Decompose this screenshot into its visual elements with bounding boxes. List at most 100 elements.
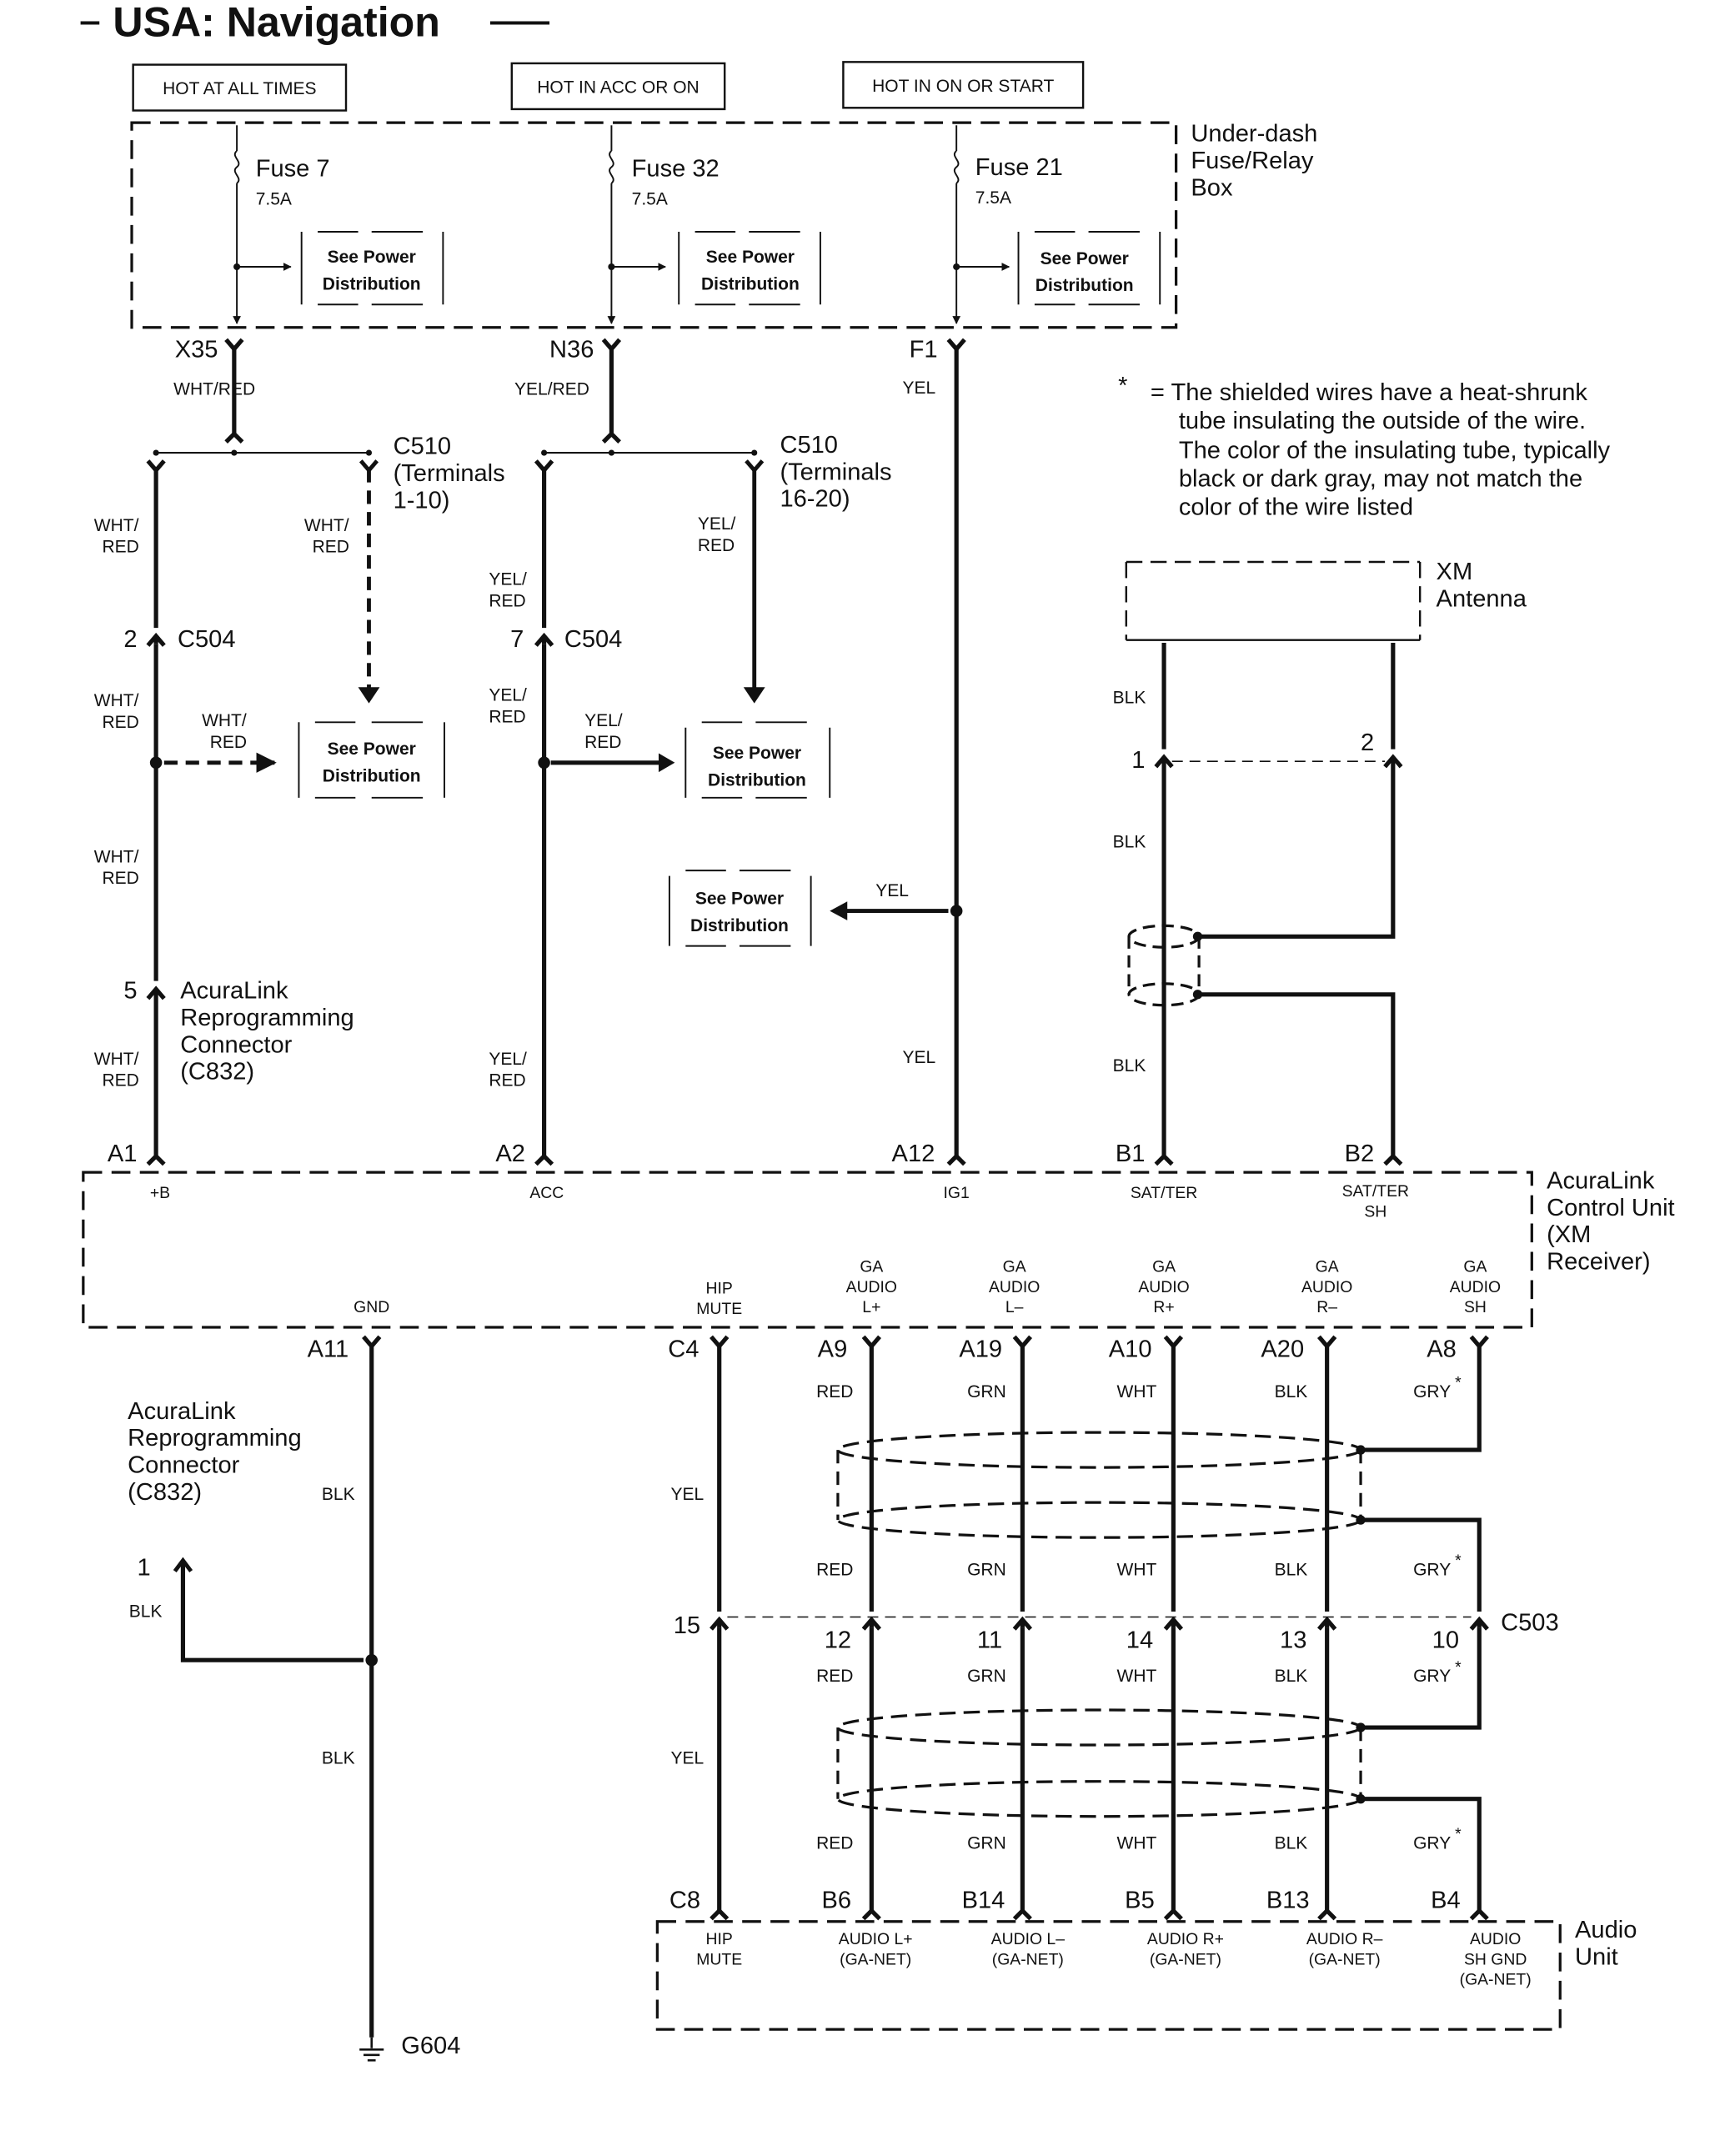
ground-wire-label-3: BLK [322,1749,355,1768]
pin-a19: A19 [959,1336,1002,1363]
c510-right-name: C510 [780,432,838,459]
svg-text:*: * [1455,1552,1462,1570]
ground-symbol-icon [359,2037,384,2062]
note-line-5: color of the wire listed [1179,494,1413,520]
control-unit-label-4: Receiver) [1547,1249,1650,1276]
power-source-box-acc [510,62,726,111]
xm-pin-2: 2 [1361,730,1374,756]
audio-pin-b6-name-2: (GA-NET) [840,1950,911,1968]
see-power-6-line1: See Power [695,890,784,909]
audio-pin-c8: C8 [669,1888,700,1914]
power-source-always: HOT AT ALL TIMES [163,79,316,98]
fuse-7-name: Fuse 7 [256,156,330,183]
ground-g604: G604 [401,2033,460,2059]
audio-pin-b14-name-1: AUDIO L– [991,1930,1066,1948]
pin-a8-name-3: SH [1464,1298,1487,1316]
see-power-1-line1: See Power [328,248,416,267]
pin-a19-name-2: AUDIO [989,1278,1040,1296]
audio-pin-b4: B4 [1431,1888,1461,1914]
svg-text:YEL/: YEL/ [489,685,527,704]
svg-text:WHT: WHT [1117,1833,1157,1853]
pin-a20-name-3: R– [1316,1298,1337,1316]
svg-text:RED: RED [489,707,525,726]
svg-text:YEL/: YEL/ [584,711,623,730]
audio-shield-symbols [836,1431,1362,1818]
see-power-distribution-box-1 [300,231,444,306]
ground-wire [180,1335,382,2038]
wire-label-n36: YEL/RED [514,380,589,399]
see-power-4-line1: See Power [328,740,416,759]
svg-text:RED: RED [584,733,621,752]
pin-b2-name-2: SH [1364,1202,1386,1221]
audio-pin-c8-name-1: HIP [706,1930,733,1948]
left-column-wire-labels: WHT/ RED WHT/ RED WHT/ RED WHT/ RED WHT/… [94,516,349,1091]
pin-a2: A2 [495,1141,525,1167]
c510-left-name: C510 [394,434,452,460]
pin-a1: A1 [108,1141,138,1167]
see-power-1-line2: Distribution [323,274,421,293]
see-power-2-line2: Distribution [701,274,800,293]
see-power-distribution-box-3 [1017,231,1161,306]
acuralink-control-unit [82,1171,1533,1329]
reprog-label-3: Connector [180,1031,292,1058]
fuse-relay-box [130,121,1178,329]
reprog-ground-label-3: Connector [128,1452,239,1479]
pin-c4-name-1: HIP [706,1280,733,1298]
svg-text:YEL/: YEL/ [698,514,736,534]
audio-pin-b13-name-2: (GA-NET) [1309,1950,1381,1968]
pin-a19-name-3: L– [1005,1298,1024,1316]
c503-pin-14: 14 [1126,1627,1153,1654]
terminal-x35: X35 [175,336,218,363]
pin-b2: B2 [1345,1141,1375,1167]
xm-shield-symbol [1127,924,1201,1007]
c503-name: C503 [1501,1610,1559,1637]
svg-text:YEL: YEL [671,1749,705,1768]
pin-a10-name-1: GA [1152,1258,1176,1276]
pin-a9: A9 [818,1336,848,1363]
c510-right-branch [745,459,765,690]
pin-c4-name-2: MUTE [696,1300,742,1318]
pin-b1-name: SAT/TER [1131,1184,1197,1202]
svg-text:WHT: WHT [1117,1382,1157,1401]
see-power-3-line2: Distribution [1035,276,1134,295]
audio-pin-c8-name-2: MUTE [696,1950,742,1968]
svg-text:GRY: GRY [1413,1560,1451,1579]
audio-pin-b4-name-3: (GA-NET) [1460,1971,1532,1989]
audio-pin-b6-name-1: AUDIO L+ [839,1930,913,1948]
pin-b1: B1 [1116,1141,1146,1167]
fuse-box-label-2: Fuse/Relay [1191,148,1314,174]
see-power-distribution-box-4 [298,721,445,799]
c503-pin-12: 12 [825,1627,851,1654]
see-power-4-line2: Distribution [323,766,421,785]
svg-text:RED: RED [489,591,525,610]
pin-a10: A10 [1109,1336,1152,1363]
audio-pin-b14: B14 [962,1888,1005,1914]
wire-label-x35: WHT/RED [173,380,255,399]
svg-text:WHT/: WHT/ [304,516,349,535]
reprog-ground-label-2: Reprogramming [128,1425,301,1452]
pin-a20: A20 [1261,1336,1304,1363]
svg-text:RED: RED [816,1667,853,1686]
reprog-label-2: Reprogramming [180,1005,354,1031]
wire-label-f1: YEL [903,379,936,398]
c504-name-mid: C504 [564,626,623,653]
note-line-2: tube insulating the outside of the wire. [1179,408,1586,434]
pin-a11-name: GND [354,1298,389,1316]
audio-pin-b4-name-2: SH GND [1464,1950,1527,1968]
page-title: USA: Navigation [113,0,439,46]
pin-a8-name-1: GA [1463,1258,1487,1276]
power-source-start: HOT IN ON OR START [872,77,1054,96]
pin-a2-name: ACC [529,1184,564,1202]
fuse-box-label-3: Box [1191,174,1233,201]
pin-a11: A11 [308,1336,349,1363]
c503-pin-13: 13 [1280,1627,1306,1654]
audio-pin-b14-name-2: (GA-NET) [992,1950,1064,1968]
terminal-f1: F1 [910,336,938,363]
note-line-1: = The shielded wires have a heat-shrunk [1151,379,1587,406]
svg-text:BLK: BLK [1275,1382,1308,1401]
power-source-box-start [842,61,1085,109]
svg-text:GRN: GRN [967,1667,1006,1686]
see-power-5-line2: Distribution [708,770,806,790]
svg-text:RED: RED [816,1560,853,1579]
